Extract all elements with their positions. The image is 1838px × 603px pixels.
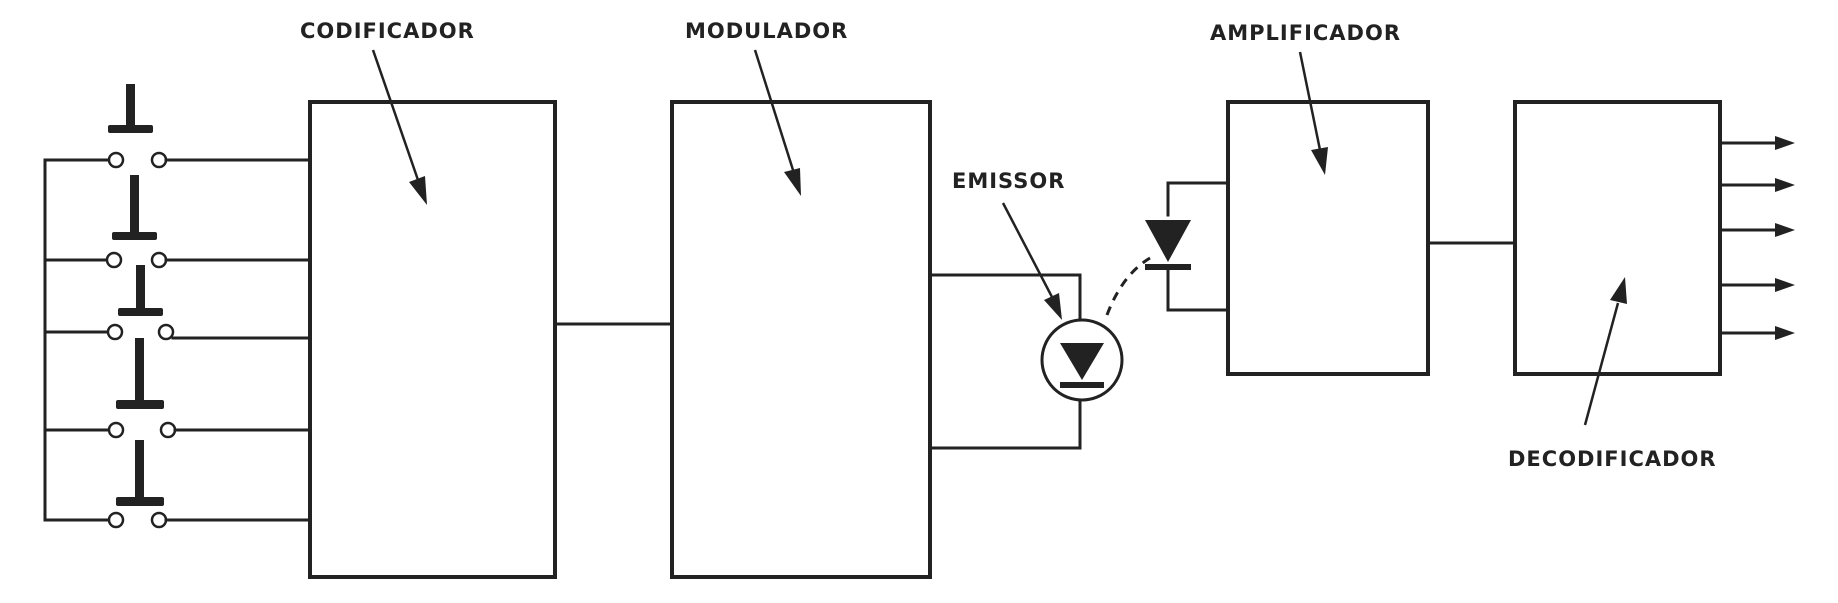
decodificador-block bbox=[1513, 100, 1722, 376]
decodificador-pointer bbox=[1583, 277, 1627, 426]
amplificador-pointer bbox=[1298, 51, 1328, 175]
modulador-pointer bbox=[753, 49, 801, 196]
emissor-led bbox=[1040, 318, 1124, 402]
receiver-photodiode bbox=[1145, 181, 1230, 312]
codificador-block bbox=[308, 100, 557, 579]
emissor-label: EMISSOR bbox=[952, 169, 1065, 193]
push-button-3 bbox=[43, 265, 312, 341]
push-button-2 bbox=[43, 175, 312, 269]
codificador-pointer bbox=[371, 49, 427, 205]
decodificador-label: DECODIFICADOR bbox=[1508, 447, 1717, 471]
output-arrow-2 bbox=[1718, 178, 1795, 192]
push-button-4 bbox=[43, 338, 312, 439]
modulador-label: MODULADOR bbox=[685, 19, 848, 43]
amplificador-block bbox=[1226, 100, 1430, 376]
output-arrow-3 bbox=[1718, 223, 1795, 237]
output-arrow-4 bbox=[1718, 278, 1795, 292]
modulator-to-emitter-wires bbox=[928, 273, 1082, 450]
push-button-1 bbox=[43, 84, 312, 169]
emissor-pointer bbox=[1001, 202, 1062, 320]
infrared-link-dashed bbox=[1105, 256, 1151, 316]
output-arrow-5 bbox=[1718, 326, 1795, 340]
codificador-label: CODIFICADOR bbox=[300, 19, 475, 43]
output-arrow-1 bbox=[1718, 136, 1795, 150]
modulador-block bbox=[670, 100, 932, 579]
amplificador-label: AMPLIFICADOR bbox=[1210, 21, 1401, 45]
push-button-5 bbox=[43, 440, 312, 529]
